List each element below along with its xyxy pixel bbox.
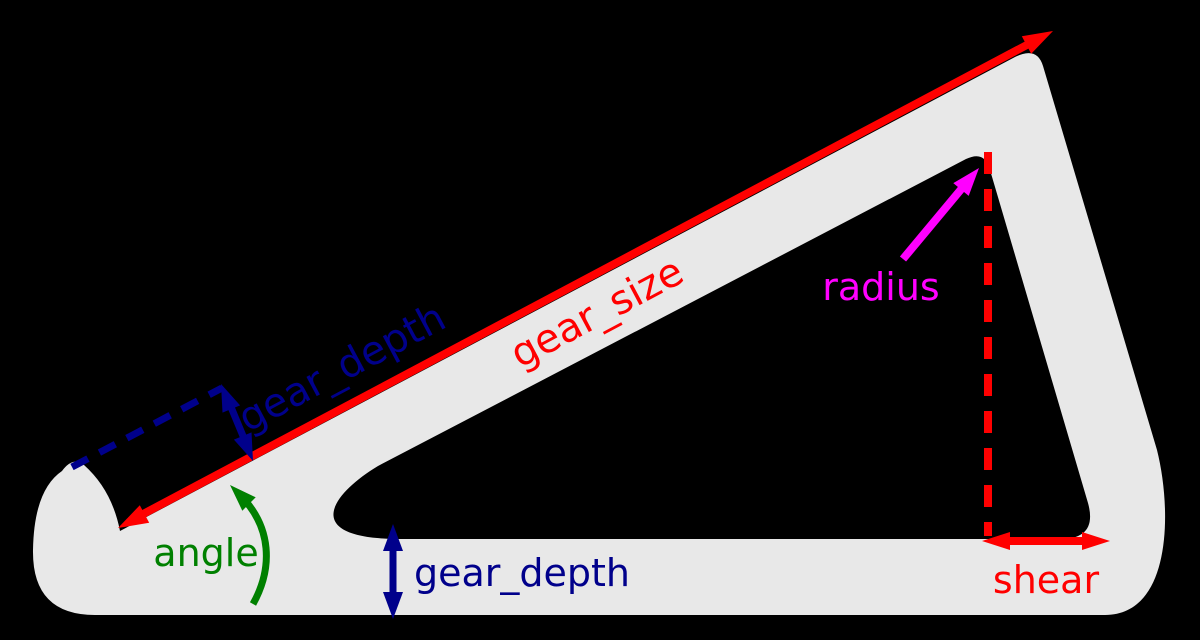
- radius-pointer-arrow: [899, 184, 967, 262]
- shear-arrowhead-right-icon: [1082, 532, 1110, 550]
- surface-reference-dashed-line: [70, 384, 224, 471]
- angle-label: angle: [153, 531, 258, 575]
- radius-label: radius: [822, 265, 939, 309]
- gear-depth-lower-arrowhead-top-icon: [383, 524, 403, 551]
- gear-depth-upper-arrowhead-bottom-icon: [233, 432, 253, 461]
- gear-size-arrowhead-upper-icon: [1021, 31, 1053, 54]
- angle-arrowhead-icon: [230, 485, 256, 511]
- shear-arrowhead-left-icon: [982, 532, 1010, 550]
- angle-arc: [237, 492, 270, 606]
- gear-depth-lower-label: gear_depth: [414, 551, 630, 595]
- shear-label: shear: [993, 558, 1100, 602]
- gear-size-dimension-line: [128, 34, 1042, 525]
- gear-depth-upper-arrowhead-top-icon: [221, 384, 241, 413]
- gear-size-arrowhead-lower-icon: [118, 505, 150, 528]
- radius-arrowhead-icon: [953, 168, 979, 196]
- inner-cavity: [333, 156, 1091, 539]
- gear-depth-lower-arrowhead-bottom-icon: [383, 592, 403, 619]
